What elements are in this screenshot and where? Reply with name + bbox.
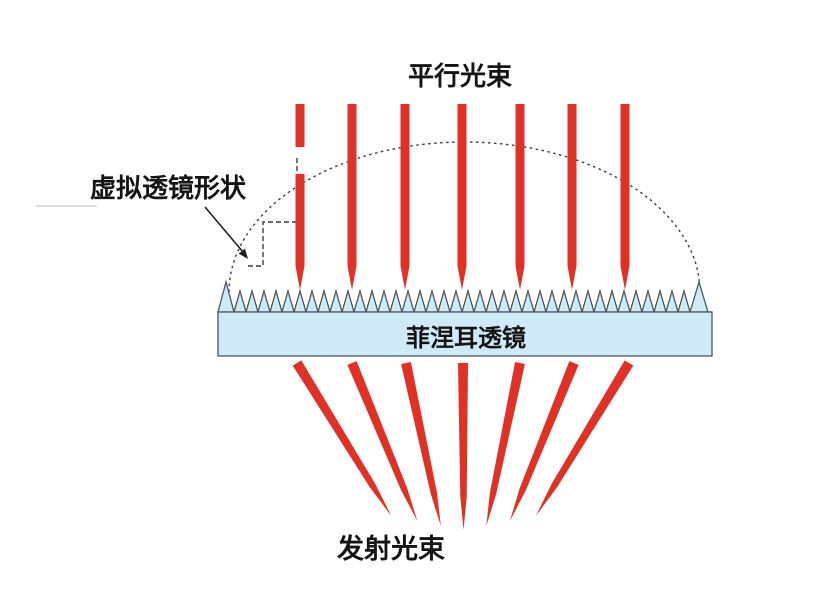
incoming-beam [457, 104, 467, 290]
outgoing-beam [509, 361, 579, 521]
annotation-arrow [204, 206, 248, 259]
incoming-beams [295, 104, 630, 290]
incoming-beam [400, 104, 410, 290]
incoming-beam [347, 104, 357, 290]
outgoing-beam [535, 360, 634, 516]
label-emitted-beams: 发射光束 [336, 533, 445, 565]
lens-teeth [217, 279, 712, 315]
incoming-beam [620, 104, 630, 290]
outgoing-beam [486, 362, 525, 526]
outgoing-beam [458, 363, 468, 530]
outgoing-beam [347, 361, 418, 521]
label-parallel-beams: 平行光束 [408, 61, 513, 92]
virtual-lens-step-outline [247, 158, 298, 267]
incoming-beam-upper-segment [295, 104, 305, 147]
incoming-beam [295, 174, 305, 290]
outgoing-beam [292, 360, 392, 516]
lens-base [217, 311, 713, 357]
annotation-arrow-shaft [204, 206, 244, 253]
label-virtual-lens-shape: 虚拟透镜形状 [90, 173, 247, 204]
incoming-beam [567, 104, 577, 290]
label-fresnel-lens: 菲涅耳透镜 [406, 324, 526, 352]
outgoing-beam [401, 362, 441, 526]
outgoing-beams [292, 360, 634, 530]
incoming-beam [515, 104, 525, 290]
annotation-arrowhead [238, 248, 248, 259]
